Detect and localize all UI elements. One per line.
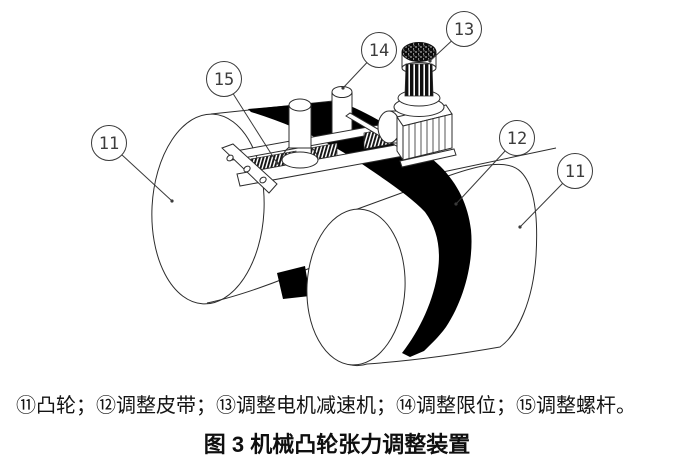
rail-end-bracket — [222, 144, 277, 193]
callout-number: 11 — [99, 134, 119, 154]
rear-cam-far-edge — [438, 148, 556, 173]
callout-number: 12 — [507, 129, 527, 149]
callout-number: 15 — [214, 70, 234, 90]
adjusting-belt — [248, 101, 472, 357]
callout-13: 13 — [428, 12, 481, 63]
rear-cam-face — [147, 111, 269, 307]
callout-number: 11 — [565, 162, 585, 182]
limit-post — [332, 87, 352, 138]
callout-number: 13 — [454, 20, 474, 40]
callout-11-left: 11 — [92, 126, 174, 203]
figure-drawing: 11 15 14 13 — [0, 0, 674, 388]
gearbox-base — [400, 149, 456, 167]
callout-15: 15 — [207, 62, 279, 165]
front-cam-face — [303, 207, 409, 368]
callouts: 11 15 14 13 — [92, 12, 593, 229]
figure-legend: ⑪凸轮；⑫调整皮带；⑬调整电机减速机；⑭调整限位；⑮调整螺杆。 — [16, 395, 636, 417]
callout-12: 12 — [454, 121, 534, 206]
callout-14: 14 — [341, 33, 396, 90]
motor-reducer — [378, 43, 456, 168]
belt-return-segment — [277, 266, 310, 299]
front-cam-cylinder — [303, 164, 537, 367]
callout-11-right: 11 — [518, 154, 592, 229]
motor-fan-cap — [402, 43, 436, 62]
callout-number: 14 — [369, 41, 389, 61]
figure-caption-title: 图 3 机械凸轮张力调整装置 — [203, 432, 471, 457]
screw-post — [282, 99, 318, 168]
motor-body — [402, 43, 436, 97]
